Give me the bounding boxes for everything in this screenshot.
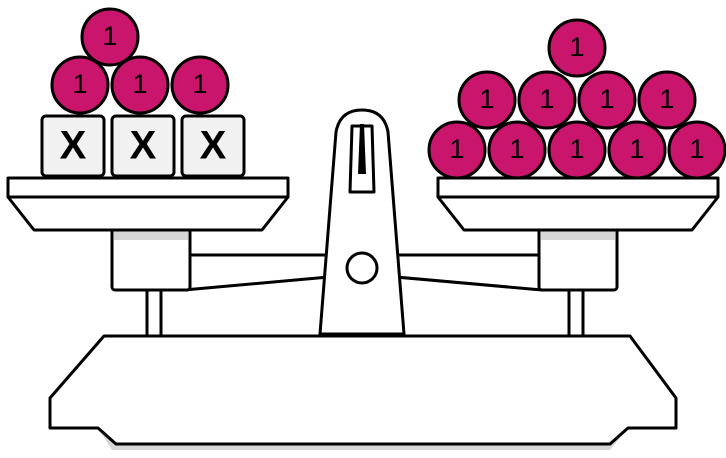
unit-weight: 1 xyxy=(637,70,697,130)
unit-weight: 1 xyxy=(457,70,517,130)
scale-pivot xyxy=(345,251,379,285)
unit-label: 1 xyxy=(569,134,584,164)
unit-label: 1 xyxy=(689,134,704,164)
right-pan xyxy=(436,176,720,232)
unit-label: 1 xyxy=(659,84,674,114)
unit-weight: 1 xyxy=(667,120,726,180)
unit-label: 1 xyxy=(479,84,494,114)
unit-label: 1 xyxy=(192,69,207,99)
unit-weight: 1 xyxy=(487,120,547,180)
unit-weight: 1 xyxy=(607,120,667,180)
unit-weight: 1 xyxy=(547,18,607,78)
variable-box: X xyxy=(110,114,176,178)
right-pan-holder-shadow xyxy=(541,230,615,240)
left-pan-holder-shadow xyxy=(114,230,188,240)
unit-label: 1 xyxy=(569,32,584,62)
left-post xyxy=(145,286,163,338)
unit-weight: 1 xyxy=(517,70,577,130)
unit-label: 1 xyxy=(102,21,117,51)
unit-label: 1 xyxy=(629,134,644,164)
unit-weight: 1 xyxy=(547,120,607,180)
unit-label: 1 xyxy=(509,134,524,164)
unit-weight: 1 xyxy=(427,120,487,180)
variable-box: X xyxy=(40,114,106,178)
unit-weight: 1 xyxy=(50,55,110,115)
unit-label: 1 xyxy=(539,84,554,114)
scale-needle xyxy=(358,124,366,174)
unit-weight: 1 xyxy=(110,55,170,115)
unit-label: 1 xyxy=(449,134,464,164)
variable-label: X xyxy=(130,124,157,168)
variable-label: X xyxy=(200,124,227,168)
unit-weight: 1 xyxy=(80,7,140,67)
unit-weight: 1 xyxy=(577,70,637,130)
unit-label: 1 xyxy=(599,84,614,114)
unit-label: 1 xyxy=(72,69,87,99)
variable-label: X xyxy=(60,124,87,168)
scale-pillar xyxy=(318,108,406,336)
unit-weight: 1 xyxy=(170,55,230,115)
unit-label: 1 xyxy=(132,69,147,99)
scale-base xyxy=(48,334,678,446)
variable-box: X xyxy=(180,114,246,178)
left-pan xyxy=(6,176,290,232)
right-post xyxy=(567,286,585,338)
